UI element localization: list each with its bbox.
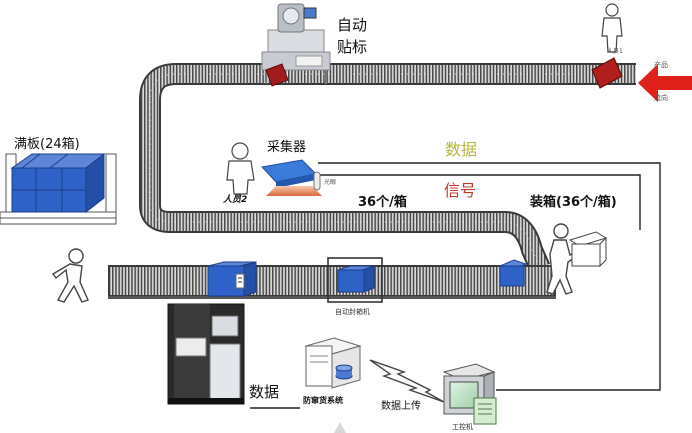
auto-case-sealer <box>327 257 383 303</box>
auto-labeling-label-line1: 自动 <box>337 16 368 34</box>
data-upload-label: 数据上传 <box>381 401 421 412</box>
product-flow-label-bottom: 流向 <box>654 94 668 102</box>
label-printer <box>167 303 245 405</box>
industrial-pc-label: 工控机 <box>452 423 473 431</box>
industrial-pc <box>442 363 496 415</box>
data-label: 数据 <box>445 140 478 159</box>
box-bottom-left <box>207 261 257 297</box>
box-on-turn <box>498 259 528 287</box>
person-1-label: 人员1 <box>607 48 623 55</box>
packing-label: 装箱(36个/箱) <box>530 195 617 210</box>
collector-scanner <box>261 159 322 196</box>
pallet-label: 满板(24箱) <box>14 137 80 152</box>
anti-counterfeit-label: 防窜货系统 <box>303 396 343 405</box>
data-link-bolt <box>369 359 445 403</box>
signal-wires <box>250 162 661 409</box>
conveyor-loop <box>139 63 636 273</box>
auto-labeling-label-line2: 贴标 <box>337 38 368 56</box>
open-carton <box>568 231 608 268</box>
pallet-of-boxes <box>0 152 117 225</box>
per-box-label: 36个/箱 <box>358 195 407 210</box>
person-2-icon <box>226 142 255 195</box>
anti-counterfeit-server <box>304 337 362 389</box>
packing-worker-icon <box>546 223 581 295</box>
signal-label: 信号 <box>444 181 477 200</box>
bottom-conveyor <box>108 265 556 299</box>
incoming-box <box>591 57 623 89</box>
auto-sealer-label: 自动封箱机 <box>335 308 370 316</box>
worker-walking-icon <box>51 248 89 303</box>
data-bottom-label: 数据 <box>249 383 280 401</box>
product-flow-label-top: 产品 <box>654 61 668 69</box>
auto-labeling-label: 自动 贴标 <box>337 14 367 58</box>
labeled-box-top <box>265 63 289 87</box>
person-2-label: 人员2 <box>223 195 248 205</box>
ipc-document <box>473 397 497 425</box>
collector-label: 采集器 <box>267 140 307 155</box>
sensor-label: 光眼 <box>324 179 337 186</box>
floor-marker <box>334 422 346 433</box>
person-1-icon <box>601 3 623 53</box>
product-flow-arrow <box>638 64 692 102</box>
